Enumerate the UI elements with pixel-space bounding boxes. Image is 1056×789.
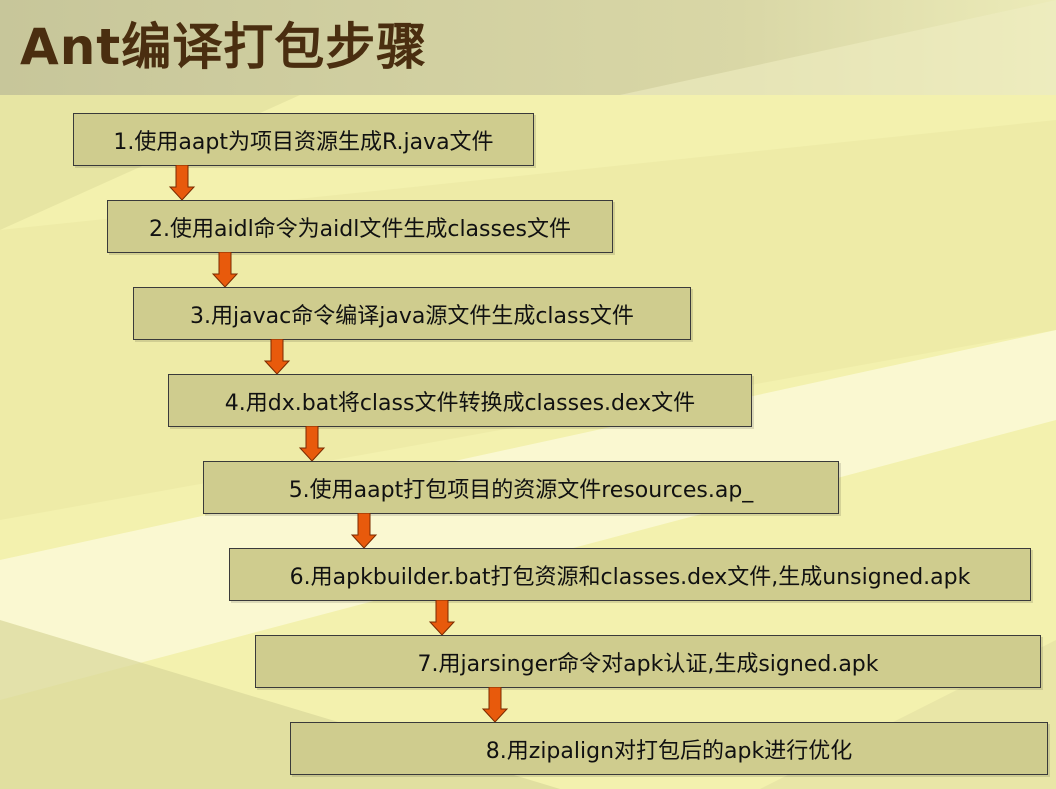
- down-arrow-icon: [211, 252, 239, 288]
- step-box-1: 1.使用aapt为项目资源生成R.java文件: [73, 113, 534, 166]
- step-box-2: 2.使用aidl命令为aidl文件生成classes文件: [107, 200, 613, 253]
- step-box-7: 7.用jarsinger命令对apk认证,生成signed.apk: [255, 635, 1041, 688]
- down-arrow-icon: [298, 426, 326, 462]
- down-arrow-icon: [263, 339, 291, 375]
- step-box-3: 3.用javac命令编译java源文件生成class文件: [133, 287, 691, 340]
- down-arrow-icon: [350, 513, 378, 549]
- step-box-8: 8.用zipalign对打包后的apk进行优化: [290, 722, 1048, 775]
- step-box-6: 6.用apkbuilder.bat打包资源和classes.dex文件,生成un…: [229, 548, 1031, 601]
- down-arrow-icon: [168, 165, 196, 201]
- down-arrow-icon: [428, 600, 456, 636]
- step-box-5: 5.使用aapt打包项目的资源文件resources.ap_: [203, 461, 839, 514]
- page-title: Ant编译打包步骤: [20, 18, 428, 76]
- down-arrow-icon: [481, 687, 509, 723]
- step-box-4: 4.用dx.bat将class文件转换成classes.dex文件: [168, 374, 752, 427]
